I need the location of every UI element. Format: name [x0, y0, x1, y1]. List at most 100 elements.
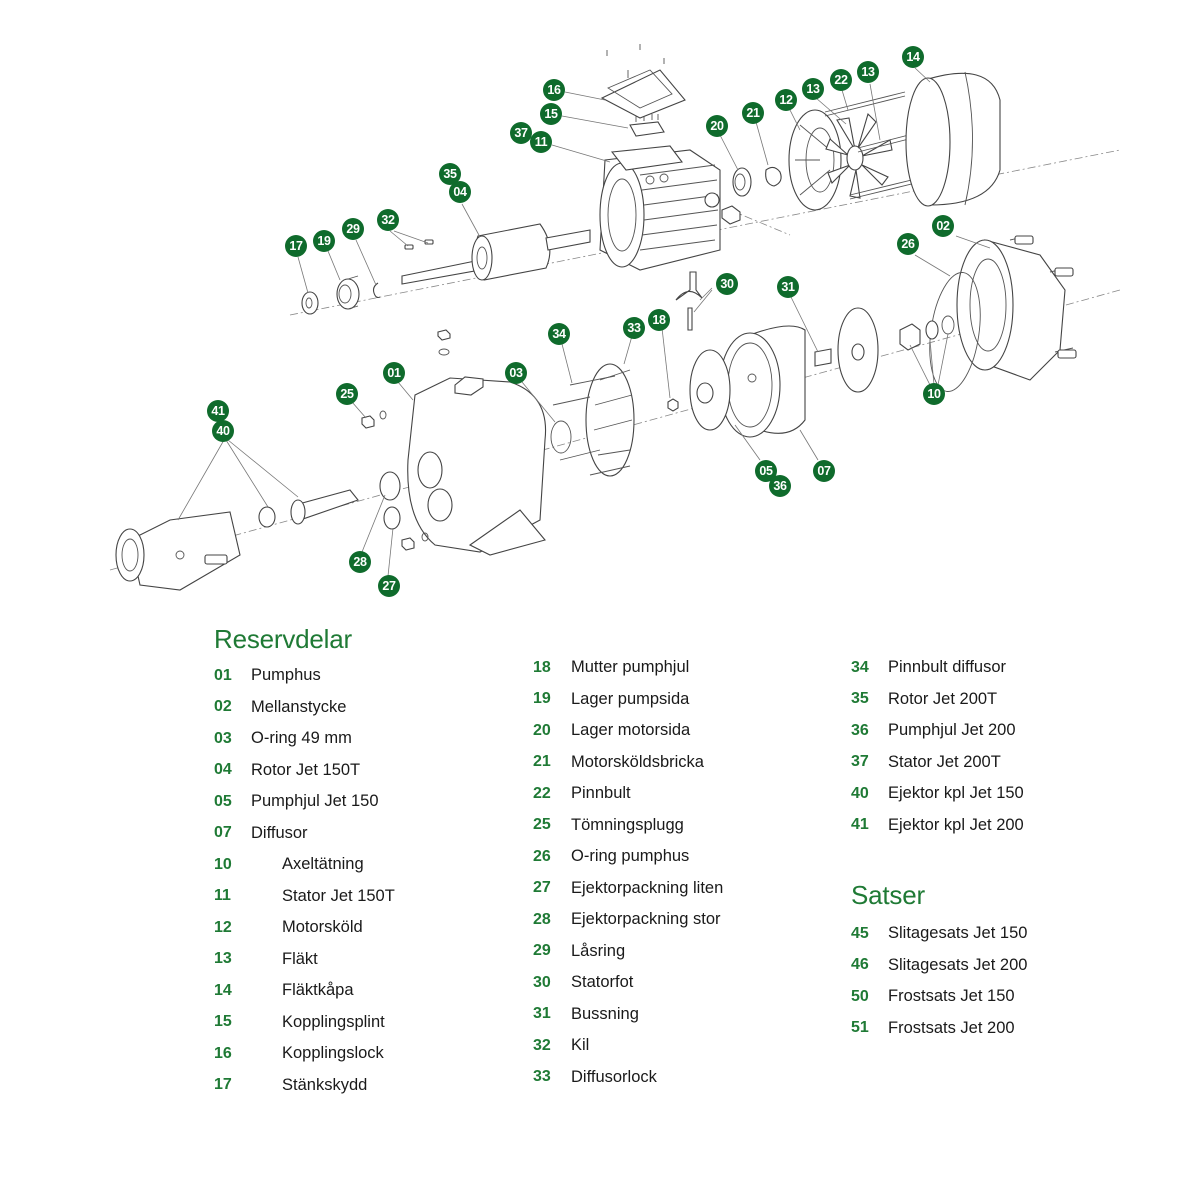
part-number: 19 [533, 690, 551, 708]
part-number: 04 [214, 761, 232, 779]
callout-30[interactable]: 30 [716, 273, 738, 295]
part-ejector-gasket-small [383, 506, 401, 530]
part-number: 21 [533, 753, 551, 771]
part-impeller-disc [837, 307, 879, 393]
callout-10[interactable]: 10 [923, 383, 945, 405]
callout-18[interactable]: 18 [648, 309, 670, 331]
part-number: 17 [214, 1076, 232, 1094]
svg-text:14: 14 [906, 50, 920, 64]
svg-text:28: 28 [353, 555, 367, 569]
part-splash-guard [301, 291, 319, 315]
exploded-pump-diagram: 16 15 37 11 20 21 12 13 22 13 14 35 04 3… [109, 44, 1121, 597]
part-name: O-ring pumphus [571, 847, 690, 866]
callout-27[interactable]: 27 [378, 575, 400, 597]
part-name: Diffusorlock [571, 1067, 657, 1086]
svg-text:13: 13 [861, 65, 875, 79]
part-number: 20 [533, 721, 551, 739]
callout-11[interactable]: 11 [530, 131, 552, 153]
svg-text:26: 26 [901, 237, 915, 251]
callout-15[interactable]: 15 [540, 103, 562, 125]
part-number: 12 [214, 918, 232, 936]
callout-13a[interactable]: 13 [802, 78, 824, 100]
callout-32[interactable]: 32 [377, 209, 399, 231]
part-name: Pinnbult diffusor [888, 658, 1007, 677]
callout-14[interactable]: 14 [902, 46, 924, 68]
callout-36[interactable]: 36 [769, 475, 791, 497]
callout-21[interactable]: 21 [742, 102, 764, 124]
part-drain-plug [361, 329, 451, 551]
part-name: Mutter pumphjul [571, 658, 690, 677]
svg-text:36: 36 [773, 479, 787, 493]
callout-07[interactable]: 07 [813, 460, 835, 482]
callout-31[interactable]: 31 [777, 276, 799, 298]
part-name: Frostsats Jet 150 [888, 987, 1015, 1006]
callout-01[interactable]: 01 [383, 362, 405, 384]
part-number: 01 [214, 666, 232, 684]
callout-19[interactable]: 19 [313, 230, 335, 252]
part-number: 10 [214, 855, 232, 873]
callout-25[interactable]: 25 [336, 383, 358, 405]
part-stud-bolts [824, 91, 937, 200]
svg-text:16: 16 [547, 83, 561, 97]
callout-04[interactable]: 04 [449, 181, 471, 203]
callout-26[interactable]: 26 [897, 233, 919, 255]
part-name: Kopplingsplint [282, 1012, 385, 1031]
callouts: 16 15 37 11 20 21 12 13 22 13 14 35 04 3… [207, 46, 954, 597]
callout-33[interactable]: 33 [623, 317, 645, 339]
svg-text:31: 31 [781, 280, 795, 294]
part-number: 33 [533, 1068, 551, 1086]
svg-text:03: 03 [509, 366, 523, 380]
callout-02[interactable]: 02 [932, 215, 954, 237]
part-name: Statorfot [571, 973, 634, 992]
callout-34[interactable]: 34 [548, 323, 570, 345]
svg-text:13: 13 [806, 82, 820, 96]
callout-28[interactable]: 28 [349, 551, 371, 573]
callout-20[interactable]: 20 [706, 115, 728, 137]
callout-40[interactable]: 40 [212, 420, 234, 442]
stator-foot-axis [729, 209, 791, 236]
callout-03[interactable]: 03 [505, 362, 527, 384]
part-number: 02 [214, 698, 232, 716]
svg-text:20: 20 [710, 119, 724, 133]
callout-37[interactable]: 37 [510, 122, 532, 144]
part-name: Fläktkåpa [282, 981, 354, 1000]
callout-05[interactable]: 05 [755, 460, 777, 482]
part-name: Lager motorsida [571, 721, 691, 740]
parts-title: Reservdelar [214, 624, 352, 654]
callout-35[interactable]: 35 [439, 163, 461, 185]
svg-text:25: 25 [340, 387, 354, 401]
part-intermediate-piece [956, 235, 1077, 381]
svg-text:10: 10 [927, 387, 941, 401]
callout-13b[interactable]: 13 [857, 61, 879, 83]
callout-29[interactable]: 29 [342, 218, 364, 240]
part-impeller [689, 349, 731, 431]
callout-17[interactable]: 17 [285, 235, 307, 257]
part-name: Slitagesats Jet 150 [888, 924, 1028, 943]
svg-text:35: 35 [443, 167, 457, 181]
part-number: 40 [851, 784, 869, 802]
callout-22[interactable]: 22 [830, 69, 852, 91]
svg-text:29: 29 [346, 222, 360, 236]
callout-12[interactable]: 12 [775, 89, 797, 111]
part-name: Bussning [571, 1004, 639, 1023]
part-name: Lager pumpsida [571, 689, 690, 708]
part-name: Pumphus [251, 666, 321, 685]
part-number: 16 [214, 1044, 232, 1062]
callout-16[interactable]: 16 [543, 79, 565, 101]
part-name: Pumphjul Jet 200 [888, 721, 1016, 740]
svg-text:27: 27 [382, 579, 396, 593]
callout-41[interactable]: 41 [207, 400, 229, 422]
